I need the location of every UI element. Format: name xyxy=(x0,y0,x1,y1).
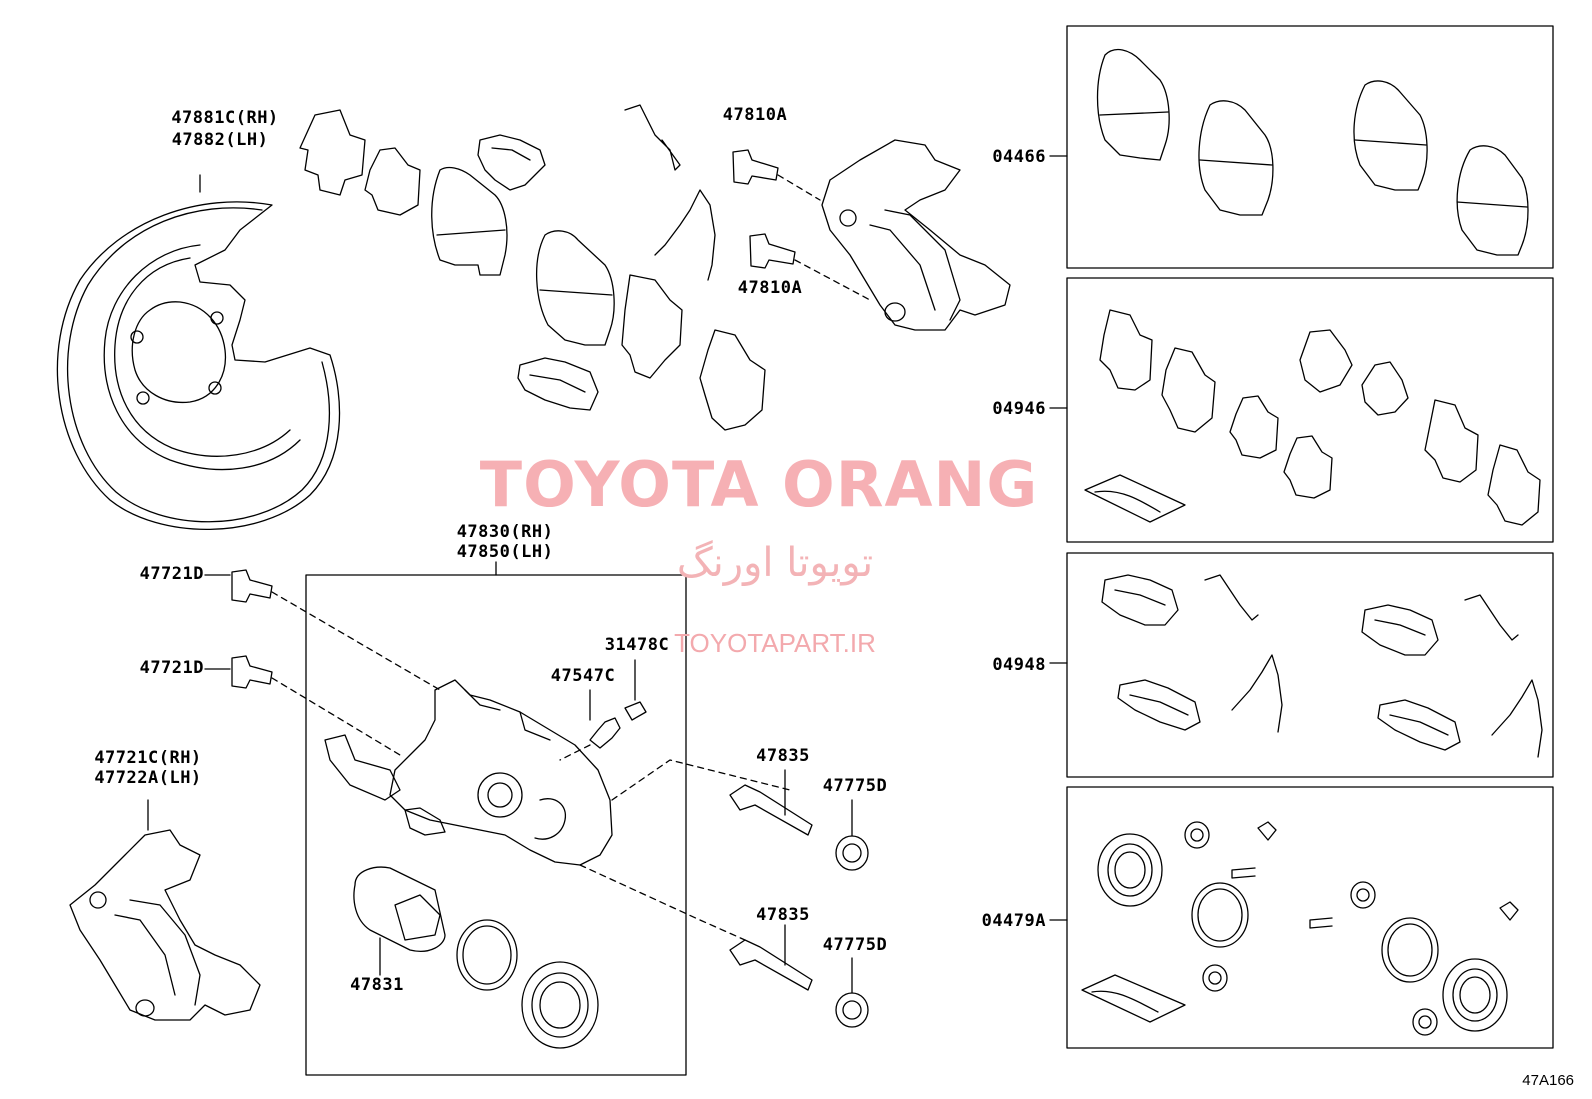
label-kit-cylinder: 04479A xyxy=(981,911,1046,931)
kit-cylinder-drawing xyxy=(1081,821,1519,1036)
bolts-47810A xyxy=(732,149,871,301)
label-kit-pads: 04466 xyxy=(992,147,1046,167)
label-caliper-bolt-2: 47721D xyxy=(139,658,204,678)
backing-plate xyxy=(56,174,341,531)
label-mounting-rh: 47721C(RH) xyxy=(94,748,202,768)
upper-pads-shims xyxy=(299,109,766,431)
watermark-brand-fa: تویوتا اورنگ xyxy=(676,540,874,586)
label-kit-fitting: 04948 xyxy=(992,655,1046,675)
slide-pins xyxy=(729,769,869,1028)
seals xyxy=(456,919,599,1049)
kit-boxes xyxy=(1049,25,1554,1049)
diagram-code: 47A166 xyxy=(1522,1072,1574,1089)
label-slide-pin-2: 47835 xyxy=(756,905,810,925)
kit-pads-drawing xyxy=(1096,48,1529,256)
bleeder-cap xyxy=(559,659,647,761)
label-caliper-bolt-1: 47721D xyxy=(139,564,204,584)
kit-box-fitting xyxy=(1066,552,1554,778)
label-cap: 31478C xyxy=(604,635,670,655)
label-backing-plate-lh: 47882(LH) xyxy=(171,130,269,150)
label-bleeder: 47547C xyxy=(550,666,616,686)
upper-springs xyxy=(624,104,716,281)
caliper-bolts-47721D xyxy=(204,569,441,756)
kit-shims-drawing xyxy=(1084,309,1541,526)
label-mounting-lh: 47722A(LH) xyxy=(94,768,202,788)
label-caliper-rh: 47830(RH) xyxy=(456,522,554,542)
piston xyxy=(353,866,446,976)
label-bolt-lower: 47810A xyxy=(737,278,803,298)
label-boot-1: 47775D xyxy=(822,776,888,796)
label-boot-2: 47775D xyxy=(822,935,888,955)
upper-mounting-bracket xyxy=(821,139,1011,331)
kit-fitting-drawing xyxy=(1101,574,1543,758)
lower-mounting-bracket xyxy=(69,799,261,1021)
kit-box-pads xyxy=(1066,25,1554,269)
watermark-brand: TOYOTA ORANG xyxy=(479,448,1039,521)
kit-box-shims xyxy=(1066,277,1554,543)
label-kit-shims: 04946 xyxy=(992,399,1046,419)
label-slide-pin-1: 47835 xyxy=(756,746,810,766)
label-bolt-upper: 47810A xyxy=(722,105,788,125)
label-piston: 47831 xyxy=(350,975,404,995)
label-backing-plate-rh: 47881C(RH) xyxy=(171,108,279,128)
watermark-site: TOYOTAPART.IR xyxy=(674,628,876,658)
label-caliper-lh: 47850(LH) xyxy=(456,542,554,562)
kit-box-cylinder xyxy=(1066,786,1554,1049)
caliper-body xyxy=(324,679,791,941)
